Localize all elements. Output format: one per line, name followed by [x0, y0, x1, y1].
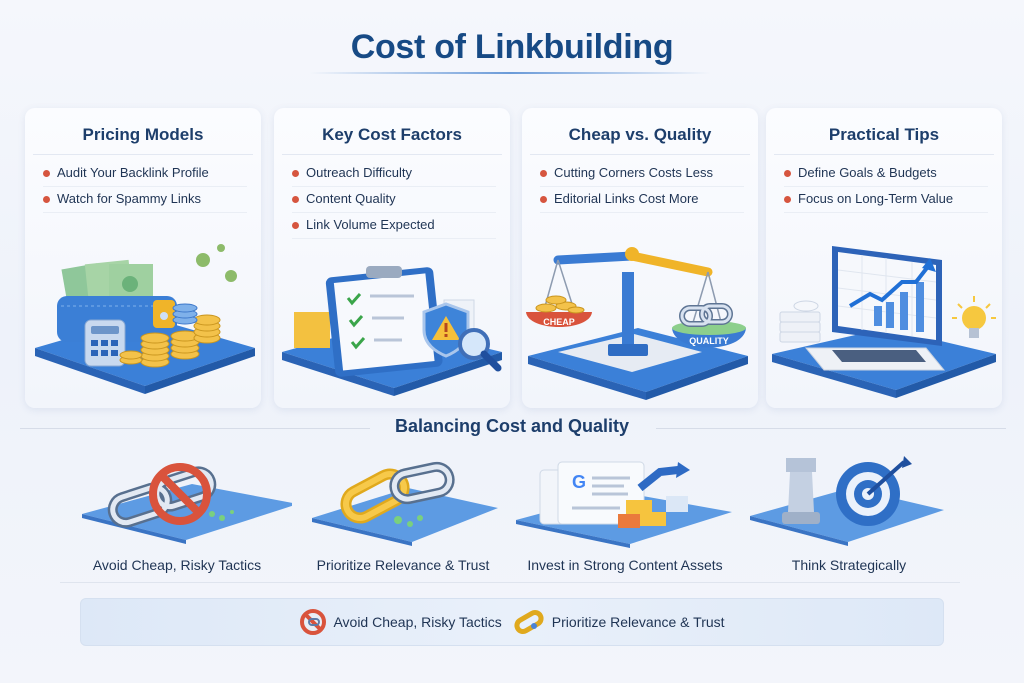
page-title: Cost of Linkbuilding — [350, 28, 674, 66]
chess-rook-target-icon — [750, 456, 944, 546]
gold-chain-link-icon — [312, 461, 498, 546]
card-key-cost-factors: Key Cost Factors Outreach Difficulty Con… — [274, 108, 510, 408]
card-practical-tips: Practical Tips Define Goals & Budgets Fo… — [766, 108, 1002, 408]
wallet-money-coins-calculator-icon — [35, 244, 255, 394]
cheap-label: CHEAP — [543, 317, 575, 327]
bullet-dot-icon — [292, 196, 299, 203]
banner-item-label: Prioritize Relevance & Trust — [551, 614, 725, 630]
bullet-dot-icon — [43, 170, 50, 177]
banner-item-label: Avoid Cheap, Risky Tactics — [333, 614, 502, 630]
title-underline — [310, 72, 710, 74]
google-document-growth-icon: G — [516, 461, 732, 548]
list-item: Link Volume Expected — [292, 213, 496, 239]
bullet-dot-icon — [292, 170, 299, 177]
tactic-think-strategically: Think Strategically — [734, 448, 964, 583]
gold-link-icon — [514, 610, 544, 634]
bullet-list: Audit Your Backlink Profile Watch for Sp… — [43, 161, 261, 213]
tactic-prioritize-relevance: Prioritize Relevance & Trust — [288, 448, 518, 583]
list-item: Outreach Difficulty — [292, 161, 496, 187]
list-item: Watch for Spammy Links — [43, 187, 247, 213]
prohibited-link-icon — [300, 609, 327, 635]
tactic-invest-content: G Invest in Strong Content Assets — [510, 448, 740, 583]
card-cheap-vs-quality: Cheap vs. Quality Cutting Corners Costs … — [522, 108, 758, 408]
list-item: Define Goals & Budgets — [784, 161, 988, 187]
bullet-list: Cutting Corners Costs Less Editorial Lin… — [540, 161, 758, 213]
list-item: Editorial Links Cost More — [540, 187, 744, 213]
banner-item-prioritize: Prioritize Relevance & Trust — [512, 608, 725, 636]
quality-label: QUALITY — [689, 336, 729, 346]
tactic-divider — [60, 582, 960, 583]
bullet-dot-icon — [43, 196, 50, 203]
bullet-dot-icon — [784, 196, 791, 203]
list-item: Focus on Long-Term Value — [784, 187, 988, 213]
summary-banner: Avoid Cheap, Risky Tactics Prioritize Re… — [80, 598, 944, 646]
tactic-label: Think Strategically — [791, 557, 907, 573]
card-title: Key Cost Factors — [282, 125, 502, 155]
tactic-avoid-cheap: Avoid Cheap, Risky Tactics — [62, 448, 292, 583]
tactic-label: Invest in Strong Content Assets — [527, 557, 723, 573]
bullet-dot-icon — [540, 196, 547, 203]
card-title: Cheap vs. Quality — [530, 125, 750, 155]
svg-text:G: G — [572, 472, 586, 492]
list-item: Audit Your Backlink Profile — [43, 161, 247, 187]
section-divider-right — [656, 428, 1006, 429]
laptop-growth-chart-lightbulb-icon — [772, 246, 996, 398]
card-title: Pricing Models — [33, 125, 253, 155]
bullet-list: Define Goals & Budgets Focus on Long-Ter… — [784, 161, 1002, 213]
tactic-label: Avoid Cheap, Risky Tactics — [92, 557, 262, 573]
broken-chain-prohibited-icon — [82, 463, 292, 544]
section-divider-left — [20, 428, 370, 429]
bullet-dot-icon — [784, 170, 791, 177]
bullet-dot-icon — [540, 170, 547, 177]
section-title: Balancing Cost and Quality — [394, 416, 630, 436]
tactic-label: Prioritize Relevance & Trust — [316, 557, 490, 573]
card-title: Practical Tips — [774, 125, 994, 155]
bullet-dot-icon — [292, 222, 299, 229]
banner-item-avoid: Avoid Cheap, Risky Tactics — [299, 608, 502, 636]
bullet-list: Outreach Difficulty Content Quality Link… — [292, 161, 510, 239]
card-pricing-models: Pricing Models Audit Your Backlink Profi… — [25, 108, 261, 408]
balance-scale-icon: CHEAP QUALITY — [526, 247, 748, 400]
checklist-shield-warning-magnifier-icon — [282, 266, 502, 396]
list-item: Cutting Corners Costs Less — [540, 161, 744, 187]
list-item: Content Quality — [292, 187, 496, 213]
